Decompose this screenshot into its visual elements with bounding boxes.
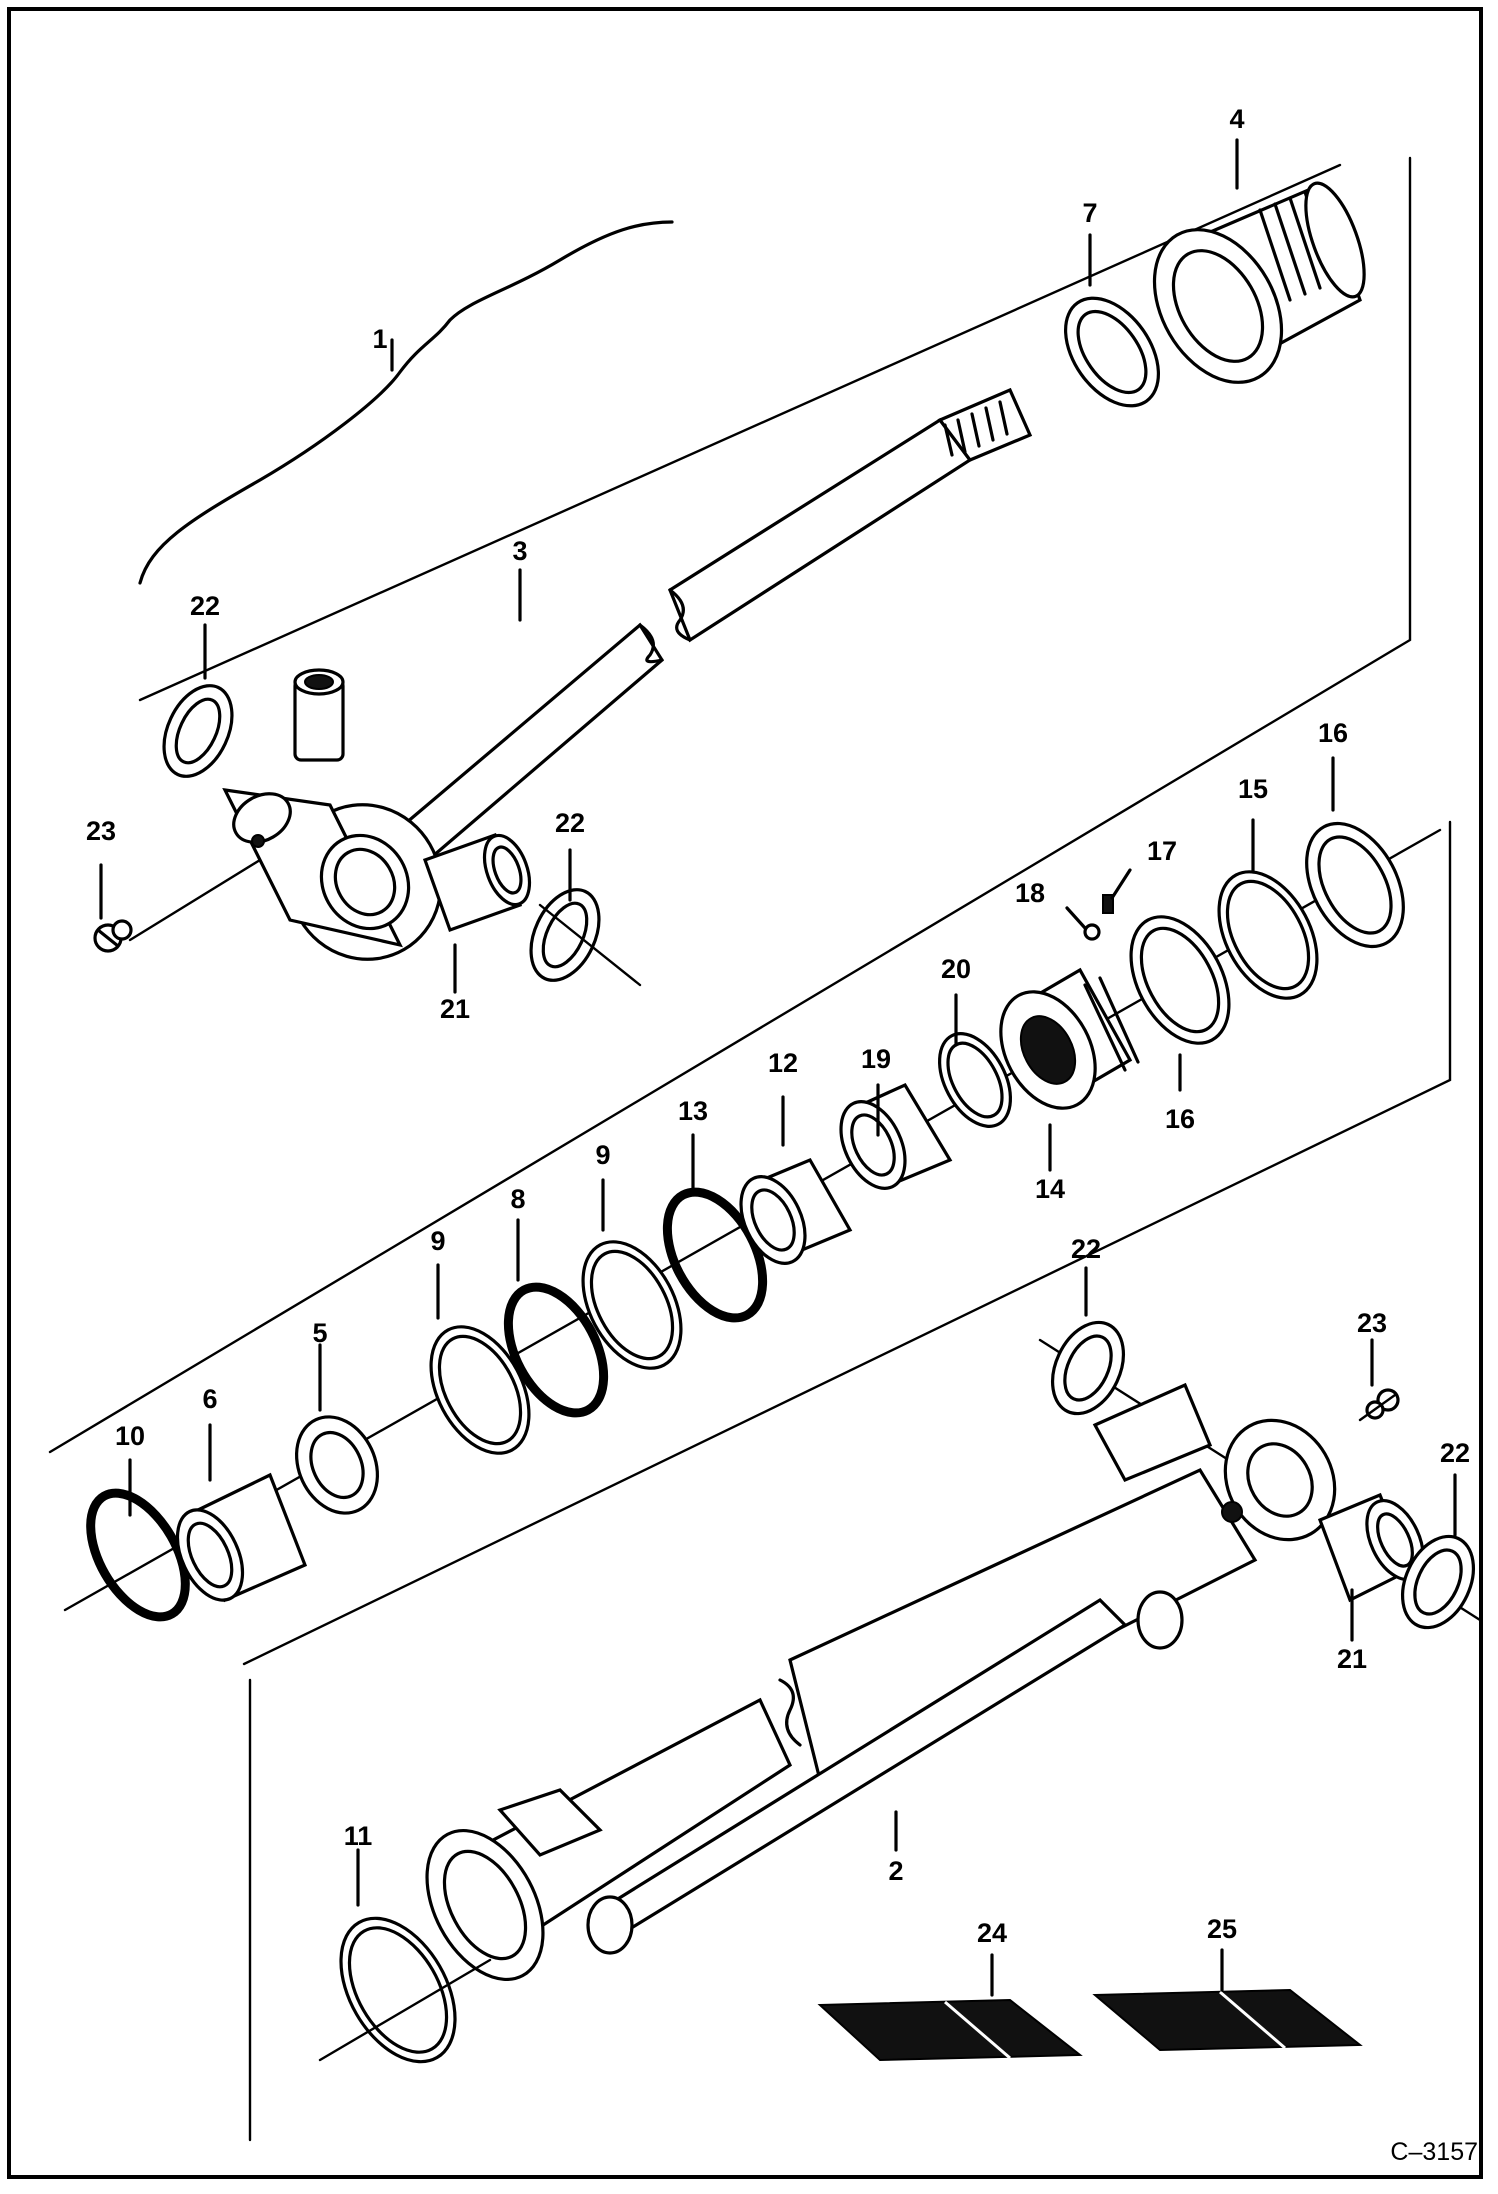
rod-eye-seal-left bbox=[162, 684, 234, 778]
rod-bushing bbox=[422, 832, 532, 933]
callout-12: 12 bbox=[768, 1048, 798, 1078]
bushing-12 bbox=[739, 1157, 853, 1265]
middle-group-outline bbox=[242, 820, 1452, 1666]
piston-seal-16a bbox=[1305, 821, 1405, 949]
rod-axis bbox=[138, 163, 1342, 702]
grease-fitting-base bbox=[1358, 1388, 1400, 1422]
grease-fitting-top bbox=[93, 919, 133, 953]
callout-15: 15 bbox=[1238, 774, 1268, 804]
callout-16-inner: 16 bbox=[1165, 1104, 1195, 1134]
callout-18: 18 bbox=[1015, 878, 1045, 908]
callout-labels: 1 4 7 3 22 23 22 21 16 15 17 18 20 19 12… bbox=[86, 104, 1470, 1948]
rod-eye bbox=[222, 668, 443, 961]
leader-lines bbox=[99, 138, 1457, 1997]
base-bushing bbox=[1317, 1492, 1425, 1603]
cylinder-head bbox=[1152, 181, 1366, 384]
callout-19: 19 bbox=[861, 1044, 891, 1074]
decal-24 bbox=[817, 1998, 1083, 2062]
bushing-19 bbox=[839, 1082, 953, 1190]
piston-seal-16b bbox=[1129, 915, 1231, 1045]
seal-11 bbox=[339, 1916, 457, 2064]
cylinder-barrel bbox=[425, 1382, 1337, 1982]
ball bbox=[1083, 923, 1101, 941]
base-seal-right bbox=[1401, 1534, 1475, 1630]
callout-22-rod-right: 22 bbox=[555, 808, 585, 838]
callout-17: 17 bbox=[1147, 836, 1177, 866]
set-screw bbox=[1102, 894, 1114, 914]
decal-25 bbox=[1092, 1988, 1363, 2052]
callout-9-lower: 9 bbox=[430, 1226, 445, 1256]
callout-20: 20 bbox=[941, 954, 971, 984]
piston bbox=[999, 967, 1140, 1110]
callout-5: 5 bbox=[312, 1318, 327, 1348]
rod-eye-seal-right bbox=[529, 888, 601, 982]
callout-16-outer: 16 bbox=[1318, 718, 1348, 748]
callout-24: 24 bbox=[977, 1918, 1007, 1948]
callout-21-base: 21 bbox=[1337, 1644, 1367, 1674]
rod-assembly-brace bbox=[138, 220, 674, 585]
barrel-axis bbox=[318, 1958, 492, 2062]
grease-axis bbox=[128, 858, 262, 942]
callout-9-upper: 9 bbox=[595, 1140, 610, 1170]
piston-ring-15 bbox=[1217, 870, 1319, 1000]
callout-23-base: 23 bbox=[1357, 1308, 1387, 1338]
piston-rod bbox=[377, 387, 1033, 883]
callout-4: 4 bbox=[1229, 104, 1244, 134]
backup-ring-9b bbox=[581, 1240, 683, 1370]
callout-7: 7 bbox=[1082, 198, 1097, 228]
backup-ring-9a bbox=[429, 1325, 531, 1455]
ring-5 bbox=[294, 1415, 380, 1515]
figure-reference: C–3157 bbox=[1390, 2138, 1478, 2166]
callout-23-rod: 23 bbox=[86, 816, 116, 846]
seal-10 bbox=[86, 1488, 190, 1622]
callout-1: 1 bbox=[372, 324, 387, 354]
upper-group-outline bbox=[48, 156, 1412, 1454]
bushing-6 bbox=[175, 1472, 308, 1603]
callout-25: 25 bbox=[1207, 1914, 1237, 1944]
callout-8: 8 bbox=[510, 1184, 525, 1214]
rod-eye-pin-axis bbox=[538, 903, 642, 987]
callout-2: 2 bbox=[888, 1856, 903, 1886]
base-seal-left bbox=[1051, 1320, 1125, 1416]
callout-6: 6 bbox=[202, 1384, 217, 1414]
callout-10: 10 bbox=[115, 1421, 145, 1451]
callout-3: 3 bbox=[512, 536, 527, 566]
page-border bbox=[7, 7, 1483, 2179]
callout-13: 13 bbox=[678, 1096, 708, 1126]
callout-22-rod-left: 22 bbox=[190, 591, 220, 621]
callout-22-base-left: 22 bbox=[1071, 1234, 1101, 1264]
callout-22-base-right: 22 bbox=[1440, 1438, 1470, 1468]
head-wiper-seal bbox=[1063, 296, 1161, 408]
seal-8 bbox=[503, 1282, 609, 1418]
callout-21-rod: 21 bbox=[440, 994, 470, 1024]
callout-14: 14 bbox=[1035, 1174, 1065, 1204]
callout-11: 11 bbox=[344, 1821, 373, 1851]
